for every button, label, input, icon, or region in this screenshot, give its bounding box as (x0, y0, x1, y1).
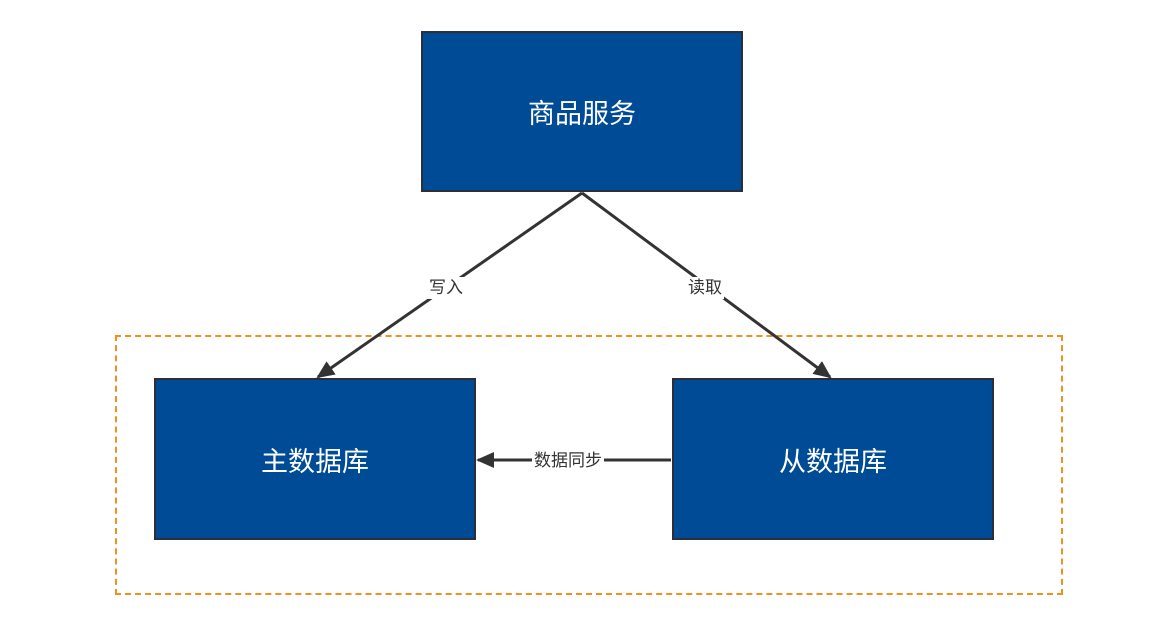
edge-sync-label: 数据同步 (532, 450, 604, 472)
node-slave-db-label: 从数据库 (779, 446, 887, 478)
edge-write-label: 写入 (427, 277, 465, 299)
database-group-box (115, 335, 1063, 595)
node-slave-db[interactable]: 从数据库 (672, 378, 994, 540)
node-product-service-label: 商品服务 (528, 99, 636, 130)
node-product-service[interactable]: 商品服务 (421, 31, 743, 192)
node-master-db[interactable]: 主数据库 (154, 378, 476, 540)
edge-read-label: 读取 (686, 277, 724, 299)
node-master-db-label: 主数据库 (261, 446, 369, 478)
